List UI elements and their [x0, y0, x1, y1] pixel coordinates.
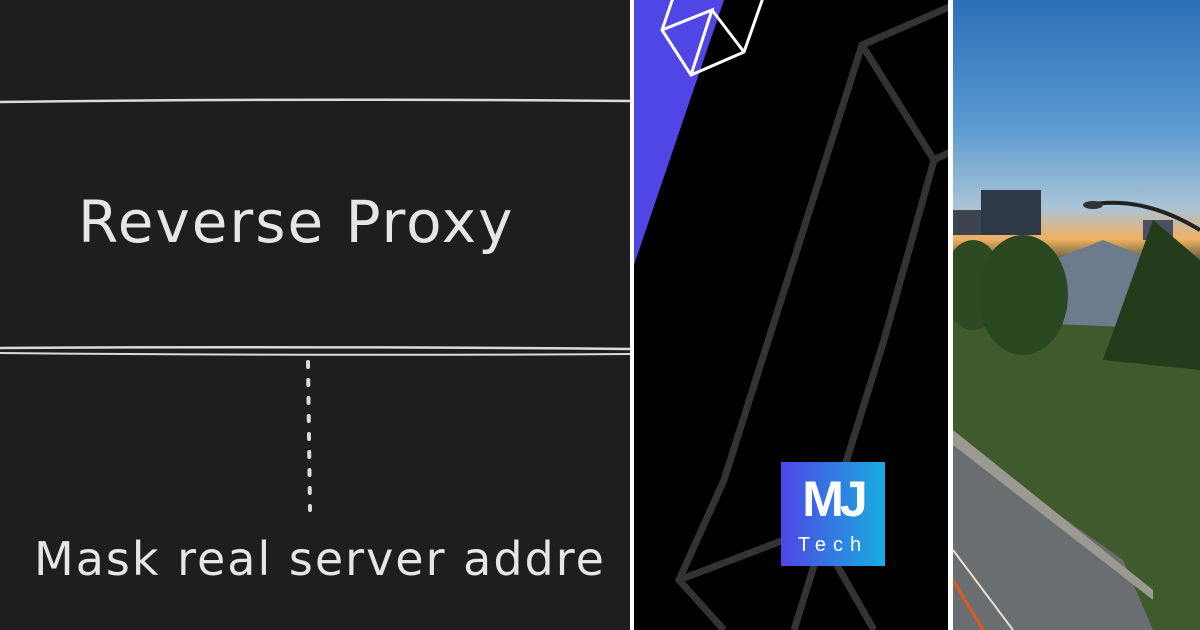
road	[953, 440, 1153, 630]
brand-panel: MJ Tech	[634, 0, 948, 630]
logo-mj-text: MJ	[802, 471, 867, 527]
box-bottom-line-2	[0, 352, 630, 356]
dotted-connector	[306, 360, 312, 512]
mj-tech-logo: MJ Tech	[781, 462, 885, 566]
box-top-line	[0, 98, 630, 104]
diagram-lines	[0, 98, 630, 512]
geometric-background	[634, 0, 948, 630]
pine-tree	[1103, 220, 1200, 370]
tree	[978, 235, 1068, 355]
diagram-panel: Reverse Proxy Mask real server addre	[0, 0, 630, 630]
reverse-proxy-label: Reverse Proxy	[78, 188, 515, 256]
building	[981, 190, 1041, 235]
logo-tech-text: Tech	[797, 534, 869, 556]
photo-scene	[953, 190, 1200, 630]
accent-triangle	[634, 0, 724, 265]
suburban-sunset-photo	[953, 0, 1200, 630]
mask-address-note: Mask real server addre	[34, 532, 606, 586]
cube-outline-icon	[660, 0, 764, 77]
box-bottom-line	[0, 345, 630, 351]
